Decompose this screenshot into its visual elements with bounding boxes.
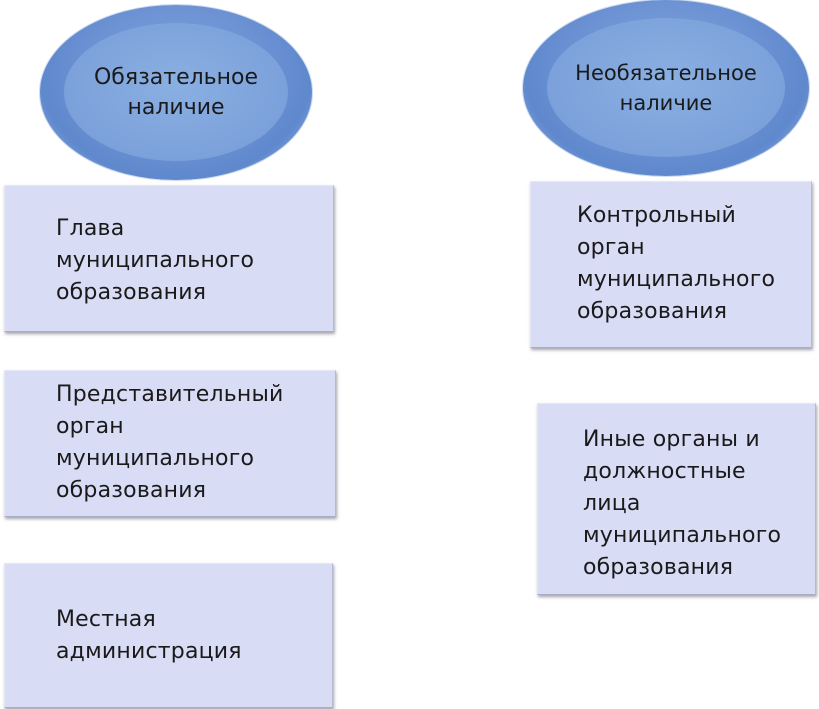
optional-header-label: Необязательное наличие <box>575 61 757 115</box>
box-local-administration-text: Местная администрация <box>56 607 242 664</box>
box-other-bodies-text: Иные органы и должностные лица муниципал… <box>583 427 782 580</box>
box-other-bodies: Иные органы и должностные лица муниципал… <box>537 403 816 595</box>
optional-header-ellipse <box>523 0 809 176</box>
box-control-body-text: Контрольный орган муниципального образов… <box>577 203 776 324</box>
box-representative-body: Представительный орган муниципального об… <box>4 370 336 517</box>
box-control-body: Контрольный орган муниципального образов… <box>530 181 812 348</box>
box-local-administration: Местная администрация <box>4 563 333 708</box>
mandatory-header-ellipse-inner <box>64 23 288 161</box>
box-head-of-municipality-text: Глава муниципального образования <box>56 216 255 305</box>
optional-header-ellipse-inner <box>547 18 785 157</box>
box-representative-body-text: Представительный орган муниципального об… <box>56 382 284 503</box>
mandatory-header-label: Обязательное наличие <box>93 64 259 120</box>
mandatory-header-ellipse <box>40 5 312 180</box>
box-head-of-municipality: Глава муниципального образования <box>4 185 334 332</box>
